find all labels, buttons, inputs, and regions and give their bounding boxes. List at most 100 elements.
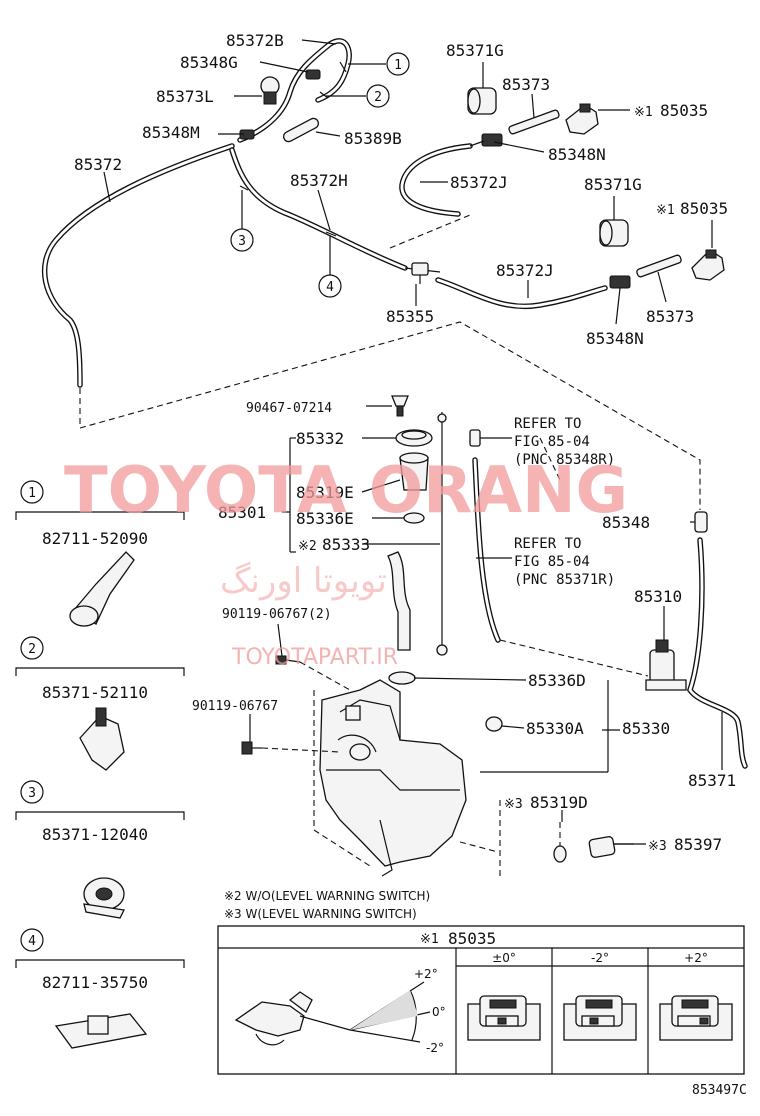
label-85373l: 85373L xyxy=(156,87,214,106)
refer-2-line3: (PNC 85371R) xyxy=(514,572,615,588)
label-85372j-upper: 85372J xyxy=(450,173,508,192)
nozzle-spray-drawing: +2° 0° -2° xyxy=(234,967,446,1055)
mark-x3-b: ※3 xyxy=(648,839,667,854)
label-85348m: 85348M xyxy=(142,123,200,142)
detail-3-part: 85371-12040 xyxy=(42,825,148,844)
label-85373-upper: 85373 xyxy=(502,75,550,94)
detail-4-part: 82711-35750 xyxy=(42,973,148,992)
label-85372h: 85372H xyxy=(290,171,348,190)
label-85355: 85355 xyxy=(386,307,434,326)
table-col-0: ±0° xyxy=(492,951,516,965)
strainer-85319e xyxy=(399,452,429,491)
label-85348n-lower: 85348N xyxy=(586,329,644,348)
table-col-1: -2° xyxy=(591,951,609,965)
note-x3: ※3 W(LEVEL WARNING SWITCH) xyxy=(224,907,417,921)
label-85330a: 85330A xyxy=(526,719,584,738)
label-85389b: 85389B xyxy=(344,129,402,148)
level-gauge-stick xyxy=(436,412,448,656)
dashed-relations xyxy=(79,214,701,510)
label-85035-lower: 85035 xyxy=(680,199,728,218)
clip-85373l xyxy=(260,76,280,105)
table-header-part: 85035 xyxy=(448,929,496,948)
note-x2: ※2 W/O(LEVEL WARNING SWITCH) xyxy=(224,889,430,903)
washer-nozzle-85035-lower xyxy=(691,249,725,281)
label-85371g-lower: 85371G xyxy=(584,175,642,194)
table-col-2: +2° xyxy=(684,951,708,965)
figure-code: 853497C xyxy=(692,1083,747,1098)
callout-3-label: 3 xyxy=(238,234,246,249)
clip-90467 xyxy=(366,395,409,417)
refer-2-line1: REFER TO xyxy=(514,536,581,552)
hose-joint-85348n-upper xyxy=(469,133,503,147)
joint-85348g xyxy=(305,69,321,80)
label-85371g-upper: 85371G xyxy=(446,41,504,60)
hose-piece-85373-upper xyxy=(508,109,560,135)
hose-85372 xyxy=(41,143,235,388)
t-joint-85355 xyxy=(404,262,441,284)
hose-piece-85389b xyxy=(282,117,320,143)
refer-1-line3: (PNC 85348R) xyxy=(514,452,615,468)
label-85333: 85333 xyxy=(322,535,370,554)
check-valve-85371g-lower xyxy=(599,219,629,247)
label-85371: 85371 xyxy=(688,771,736,790)
gasket-85319d xyxy=(553,845,567,863)
angle-0: 0° xyxy=(432,1005,446,1019)
label-85319d: 85319D xyxy=(530,793,588,812)
detail-1-num: 1 xyxy=(28,486,36,501)
label-85348: 85348 xyxy=(602,513,650,532)
washer-nozzle-85035-upper xyxy=(565,103,599,135)
callout-2-label: 2 xyxy=(374,90,382,105)
mark-x2: ※2 xyxy=(298,539,317,554)
nozzle-head-0 xyxy=(467,995,541,1041)
watermark-persian: تویوتا اورنگ xyxy=(220,561,387,601)
label-85319e: 85319E xyxy=(296,483,354,502)
watermark-main: TOYOTA ORANG xyxy=(64,454,628,528)
mark-x3-a: ※3 xyxy=(504,797,523,812)
detail-4: 4 82711-35750 xyxy=(15,928,185,1049)
mark-x1-upper: ※1 xyxy=(634,105,653,120)
inlet-85333 xyxy=(387,551,411,651)
hose-85371 xyxy=(686,537,748,769)
detail-2: 2 85371-52110 xyxy=(15,636,185,771)
callout-2: 2 xyxy=(366,84,390,108)
bolt-90119-b xyxy=(241,714,262,755)
hose-85372j-lower xyxy=(435,277,608,309)
label-85301: 85301 xyxy=(218,503,266,522)
label-85348n-upper: 85348N xyxy=(548,145,606,164)
bolt-90119-a xyxy=(275,623,301,665)
detail-2-num: 2 xyxy=(28,642,36,657)
hose-85372h xyxy=(229,147,408,271)
joint-85348 xyxy=(690,511,708,533)
nozzle-head-1 xyxy=(563,995,637,1041)
washer-tank-85330 xyxy=(319,679,467,877)
label-85035-upper: 85035 xyxy=(660,101,708,120)
refer-2-line2: FIG 85-04 xyxy=(514,554,590,570)
leader-lines xyxy=(103,39,713,325)
level-switch-85397 xyxy=(588,836,634,858)
angle-minus2: -2° xyxy=(426,1041,444,1055)
nozzle-head-2 xyxy=(659,995,733,1041)
detail-1-part: 82711-52090 xyxy=(42,529,148,548)
grommet-85330a xyxy=(485,716,503,732)
refer-joint-85348r xyxy=(469,429,512,447)
hose-85372b xyxy=(237,38,352,143)
watermark-url: TOYOTAPART.IR xyxy=(231,645,398,670)
detail-4-num: 4 xyxy=(28,934,36,949)
cap-85332 xyxy=(395,429,433,447)
label-85372b: 85372B xyxy=(226,31,284,50)
hose-85372j-upper xyxy=(399,143,473,217)
washer-pump-85310 xyxy=(645,639,687,691)
detail-3: 3 85371-12040 xyxy=(15,780,185,919)
callout-1-label: 1 xyxy=(394,58,402,73)
label-85336d: 85336D xyxy=(528,671,586,690)
label-85372j-lower: 85372J xyxy=(496,261,554,280)
callout-1: 1 xyxy=(386,52,410,76)
label-85373-lower: 85373 xyxy=(646,307,694,326)
label-85332: 85332 xyxy=(296,429,344,448)
label-85336e: 85336E xyxy=(296,509,354,528)
nozzle-angle-table: ※1 85035 ±0° -2° +2° +2° 0° -2° xyxy=(217,925,745,1075)
table-header-mark: ※1 xyxy=(420,932,439,947)
callout-3: 3 xyxy=(230,228,254,252)
detail-3-num: 3 xyxy=(28,786,36,801)
